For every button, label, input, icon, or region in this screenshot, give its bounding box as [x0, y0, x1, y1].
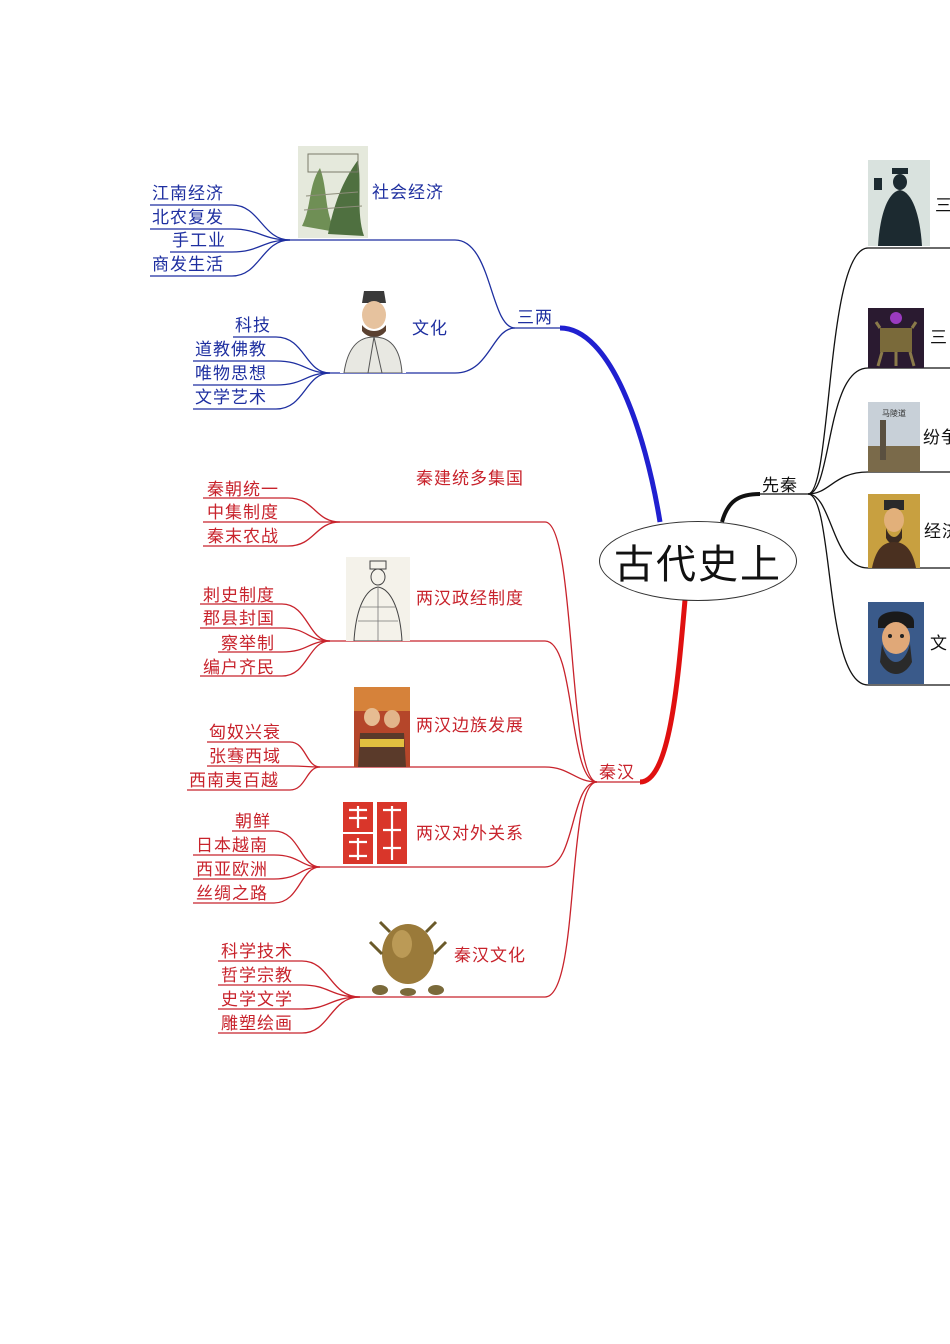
- branch-label-sanliang[interactable]: 三两: [517, 308, 553, 328]
- trunk-xianqin: [720, 492, 761, 523]
- leaf-sculpture-painting[interactable]: 雕塑绘画: [221, 1014, 293, 1034]
- leaf-qin-unify[interactable]: 秦朝统一: [207, 480, 279, 500]
- leaf-technology[interactable]: 科技: [235, 316, 271, 336]
- leaf-xiongnu[interactable]: 匈奴兴衰: [209, 723, 281, 743]
- leaf-literature-art[interactable]: 文学艺术: [195, 388, 267, 408]
- leaf-commerce-life[interactable]: 商发生活: [152, 255, 224, 275]
- leaf-japan-vietnam[interactable]: 日本越南: [196, 836, 268, 856]
- topic-han-political-system[interactable]: 两汉政经制度: [416, 589, 524, 609]
- emperor-drawing-image: [346, 557, 410, 641]
- leaf-north-agriculture[interactable]: 北农复发: [152, 208, 224, 228]
- center-topic[interactable]: 古代史上: [599, 521, 797, 601]
- topic-xianqin-4[interactable]: 经济: [924, 522, 950, 542]
- branch-label-xianqin[interactable]: 先秦: [762, 476, 798, 496]
- topic-xianqin-5[interactable]: 文: [930, 634, 948, 654]
- leaf-qin-peasant-war[interactable]: 秦末农战: [207, 527, 279, 547]
- topic-xianqin-1[interactable]: 三: [935, 196, 950, 216]
- leaf-silk-road[interactable]: 丝绸之路: [196, 884, 268, 904]
- leaf-county-fief[interactable]: 郡县封国: [203, 609, 275, 629]
- sage-portrait-image: [868, 494, 920, 568]
- topic-xianqin-2[interactable]: 三: [930, 328, 948, 348]
- stele-landscape-image: 马陵道: [868, 402, 920, 472]
- branch-xianqin-lines: [760, 247, 950, 686]
- branch-sanliang-lines: [150, 204, 560, 410]
- movie-poster-image: [354, 687, 410, 767]
- leaf-southwest-yi[interactable]: 西南夷百越: [189, 771, 279, 791]
- seismograph-image: [366, 914, 450, 996]
- leaf-philosophy-religion[interactable]: 哲学宗教: [221, 966, 293, 986]
- leaf-taoism-buddhism[interactable]: 道教佛教: [195, 340, 267, 360]
- leaf-jiangnan-economy[interactable]: 江南经济: [152, 184, 224, 204]
- topic-qin-unification[interactable]: 秦建统多集国: [416, 469, 524, 489]
- trunk-sanliang: [559, 325, 663, 523]
- center-topic-label: 古代史上: [614, 542, 782, 588]
- leaf-cishi-system[interactable]: 刺史制度: [203, 586, 275, 606]
- leaf-handicraft[interactable]: 手工业: [172, 231, 226, 251]
- scholar-portrait-image: [340, 285, 406, 373]
- leaf-recommendation-system[interactable]: 察举制: [221, 634, 275, 654]
- red-seal-image: [341, 800, 409, 866]
- topic-qinhan-culture[interactable]: 秦汉文化: [454, 946, 526, 966]
- leaf-zhang-qian[interactable]: 张骞西域: [209, 747, 281, 767]
- branch-label-qinhan[interactable]: 秦汉: [599, 763, 635, 783]
- leaf-korea[interactable]: 朝鲜: [235, 812, 271, 832]
- topic-han-frontier[interactable]: 两汉边族发展: [416, 716, 524, 736]
- garden-painting-image: [298, 146, 368, 238]
- topic-culture-sanliang[interactable]: 文化: [412, 319, 448, 339]
- ancient-figure-image: [868, 160, 930, 246]
- confucius-portrait-image: [868, 602, 924, 684]
- bronze-ding-image: [868, 308, 924, 368]
- leaf-science-tech[interactable]: 科学技术: [221, 942, 293, 962]
- leaf-west-asia-europe[interactable]: 西亚欧洲: [196, 860, 268, 880]
- branch-qinhan-lines: [187, 497, 640, 1034]
- trunk-qinhan: [639, 599, 688, 785]
- leaf-centralized-system[interactable]: 中集制度: [207, 503, 279, 523]
- topic-xianqin-3[interactable]: 纷争: [923, 428, 950, 448]
- topic-han-foreign-relations[interactable]: 两汉对外关系: [416, 824, 524, 844]
- leaf-materialism[interactable]: 唯物思想: [195, 364, 267, 384]
- leaf-history-literature[interactable]: 史学文学: [221, 990, 293, 1010]
- stele-caption: 马陵道: [882, 408, 906, 418]
- leaf-household-registration[interactable]: 编户齐民: [203, 658, 275, 678]
- topic-social-economy[interactable]: 社会经济: [372, 183, 444, 203]
